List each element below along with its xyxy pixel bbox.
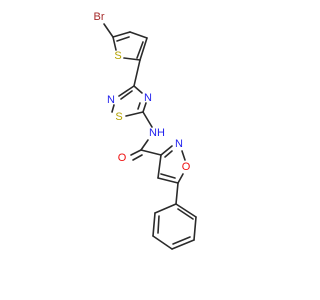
bond-isox-n2-o1 [181, 150, 186, 161]
molecule-canvas: Br S N N S NH O N O [93, 11, 197, 250]
bond-ph-3-4 [171, 239, 195, 250]
bond-thiophene-c3-c2 [139, 37, 148, 61]
bond-nh-c-carbonyl [140, 139, 149, 151]
bond-isox-c4-c3 [157, 154, 162, 179]
bond-isox-c5-c4 [157, 177, 179, 184]
atom-s-thiophene: S [114, 50, 121, 62]
bond-thiophene-c4-c3 [129, 31, 148, 39]
bond-td-n2-s1 [111, 104, 115, 113]
atom-o-isoxazole: O [182, 161, 191, 173]
atom-br: Br [94, 11, 105, 23]
bond-thiophene-s-c5 [112, 36, 117, 51]
bond-br-c [103, 23, 114, 38]
bond-ph-3-4-inner [172, 236, 191, 245]
bond-td-c3-n2 [118, 85, 135, 97]
bond-isox-c5-c4-inner [160, 173, 176, 179]
bond-isox-c3-n2-inner [164, 150, 173, 158]
bond-c5-nh [142, 111, 153, 128]
bond-ph-1-2 [175, 203, 197, 218]
bond-isox-c3-n2 [160, 145, 173, 156]
bond-ph-5-6-inner [157, 215, 160, 234]
bond-layer [103, 23, 197, 250]
bond-td-c5-n4 [142, 102, 147, 113]
bond-thiophene-c5-c4-inner [116, 36, 130, 42]
bond-c-isoxazole [140, 149, 162, 156]
atom-n-isoxazole: N [175, 138, 183, 150]
bond-ph-4-5 [152, 235, 173, 250]
bond-c-o-double-2 [132, 154, 143, 161]
atom-n-thiadiazole-right: N [144, 92, 152, 104]
bond-thiophene-thiadiazole [133, 59, 141, 87]
bond-td-c3-n2-inner [120, 90, 133, 100]
atom-o-carbonyl: O [118, 152, 127, 164]
bond-ph-2-3 [193, 216, 197, 241]
bond-thiophene-c5-c4 [112, 31, 131, 38]
bond-td-c5-n4-inner [137, 102, 141, 110]
atom-nh: NH [149, 127, 165, 139]
atom-label-layer: Br S N N S NH O N O [94, 11, 191, 173]
bond-isox-o1-c5 [177, 173, 184, 184]
bond-thiophene-c3-c2-inner [136, 41, 144, 59]
molecule-structure: Br S N N S NH O N O [94, 11, 197, 250]
bond-ph-6-1 [154, 203, 177, 214]
bond-isoxazole-phenyl [175, 182, 179, 205]
bond-c-o-double-1 [130, 149, 142, 156]
atom-n-thiadiazole-left: N [107, 94, 115, 106]
atom-s-thiadiazole: S [115, 111, 122, 123]
bond-td-s1-c5 [125, 111, 144, 117]
bond-td-n4-c3 [133, 85, 143, 94]
bond-ph-5-6 [152, 212, 156, 237]
bond-thiophene-c2-s [123, 57, 141, 61]
bond-ph-1-2-inner [177, 208, 194, 220]
